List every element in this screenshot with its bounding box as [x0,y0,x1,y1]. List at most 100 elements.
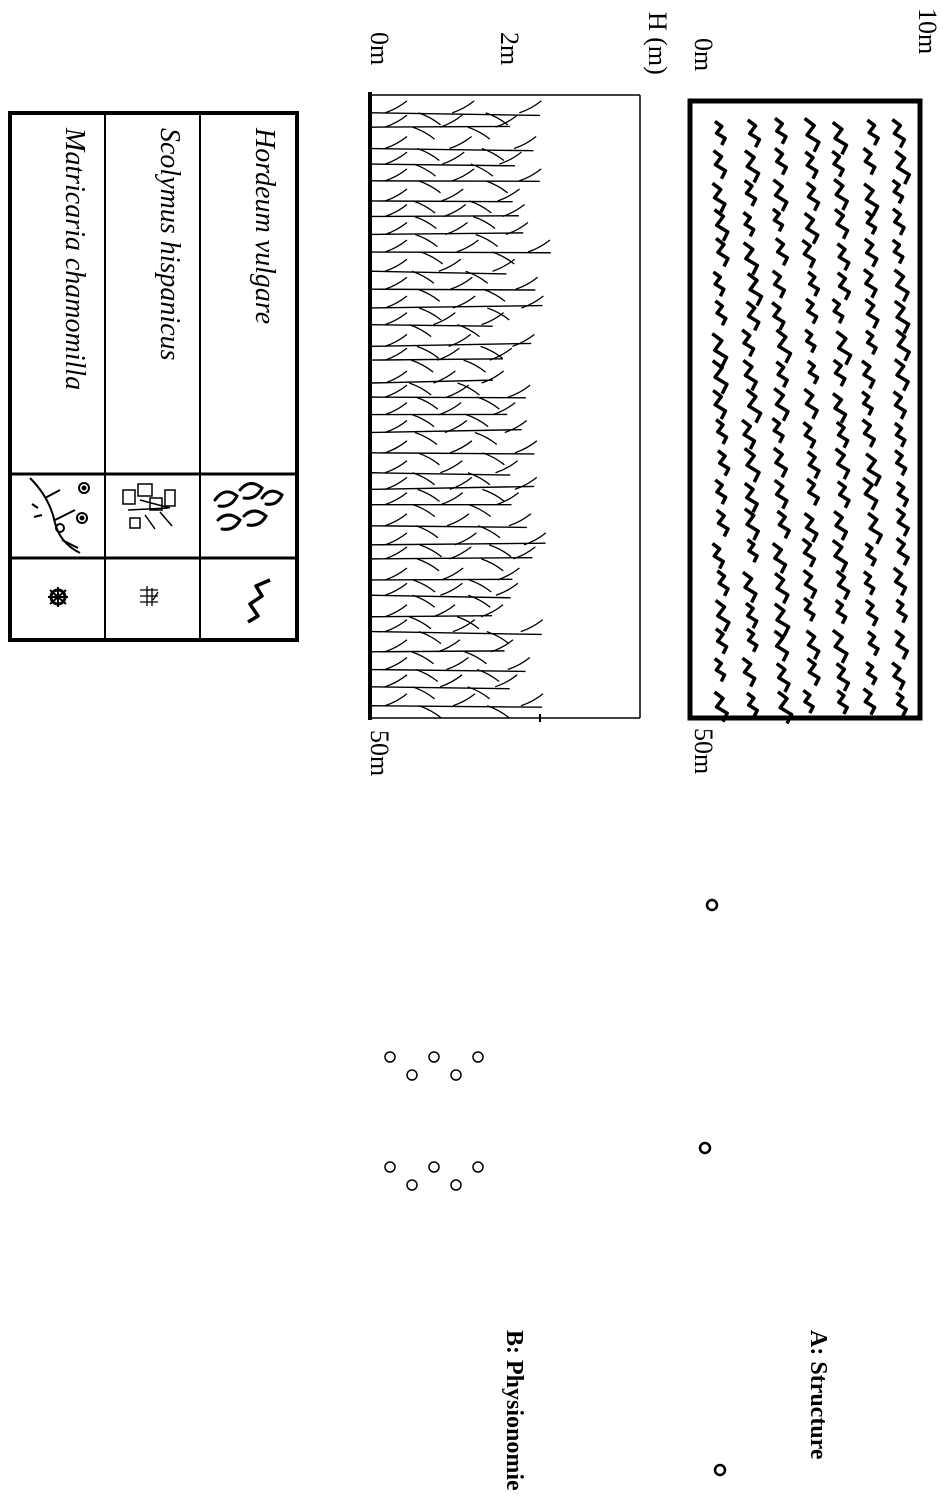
barley-stem [372,706,542,707]
barley-leaf [482,489,504,501]
barley-stem [372,397,526,398]
barley-leaf [413,505,435,517]
barley-leaf [385,605,407,617]
height-tick-0m: 0m [366,32,392,65]
barley-leaf [415,234,437,246]
barley-leaf [416,670,438,682]
barley-leaf [457,617,479,629]
barley-leaf [385,583,407,595]
barley-leaf [409,325,431,337]
chamomile-plant-icon [385,1052,483,1080]
barley-leaf [385,658,407,670]
barley-leaf [521,620,543,632]
barley-leaf [385,441,407,453]
barley-leaf [519,101,541,113]
height-axis-title: H (m) [644,12,670,75]
barley-leaf [417,149,439,161]
barley-leaf [450,137,472,149]
barley-leaf [445,222,467,234]
barley-leaf [482,371,504,383]
barley-leaf [483,289,505,301]
barley-leaf [486,181,508,193]
barley-leaf [385,277,407,289]
barley-leaf [508,385,530,397]
barley-stem [372,289,535,290]
barley-leaf [385,640,407,652]
barley-leaf [411,360,433,372]
barley-leaf [489,545,511,557]
barley-leaf [475,432,497,444]
flower-symbol-icon [715,1465,725,1475]
barley-leaf [449,547,471,559]
barley-leaf [456,240,478,252]
barley-stem [372,149,533,151]
barley-leaf [452,169,474,181]
barley-leaf [508,658,530,670]
barley-leaf [453,694,475,706]
profile-end-label: 50m [366,730,392,776]
barley-leaf [452,101,474,113]
barley-leaf [385,313,407,325]
thistle-plant-icon [385,1162,483,1190]
barley-leaf [385,169,407,181]
barley-leaf [413,127,435,139]
profile-plants [372,101,551,1190]
barley-leaf [433,313,455,325]
barley-leaf [482,313,504,325]
barley-leaf [450,441,472,453]
legend-species-2: Scolymus hispanicus [155,128,183,361]
panel-a-title: A: Structure [806,1330,830,1460]
barley-leaf [491,640,513,652]
flower-symbol-icon [48,587,68,607]
panel-b-title: B: Physionomie [502,1330,526,1491]
legend-species-3: Matricaria chamomilla [60,128,88,390]
barley-leaf [385,403,407,415]
barley-leaf [447,385,469,397]
barley-leaf [440,675,462,687]
barley-leaf [515,441,537,453]
barley-leaf [385,385,407,397]
thistle-symbol-icon [700,1143,710,1153]
barley-leaf [385,296,407,308]
barley-leaf [385,222,407,234]
barley-leaf [499,152,521,164]
barley-leaf [385,137,407,149]
barley-leaf [412,415,434,427]
barley-leaf [417,346,439,358]
barley-leaf [440,583,462,595]
barley-leaf [493,403,515,415]
barley-leaf [497,568,519,580]
barley-leaf [417,559,439,571]
barley-leaf [446,658,468,670]
barley-leaf [498,189,520,201]
barley-leaf [385,189,407,201]
barley-leaf [409,383,431,395]
barley-leaf [385,240,407,252]
barley-stem [372,252,551,253]
barley-leaf [493,259,515,271]
barley-leaf [416,526,438,538]
barley-leaf [473,216,495,228]
barley-leaf [433,605,455,617]
height-tick-2m: 2m [496,32,522,65]
barley-leaf [466,415,488,427]
barley-leaf [385,115,407,127]
panel-a-bottom-left-label: 0m [690,38,716,71]
barley-leaf [476,234,498,246]
barley-leaf [458,383,480,395]
barley-leaf [450,277,472,289]
barley-leaf [385,493,407,505]
barley-leaf [469,505,491,517]
barley-leaf [385,694,407,706]
barley-leaf [415,432,437,444]
barley-leaf [385,152,407,164]
barley-leaf [516,277,538,289]
barley-leaf [469,201,491,213]
barley-leaf [385,533,407,545]
barley-leaf [439,403,461,415]
barley-leaf [469,580,491,592]
barley-leaf [496,461,518,473]
barley-leaf [515,477,537,489]
barley-leaf [419,181,441,193]
